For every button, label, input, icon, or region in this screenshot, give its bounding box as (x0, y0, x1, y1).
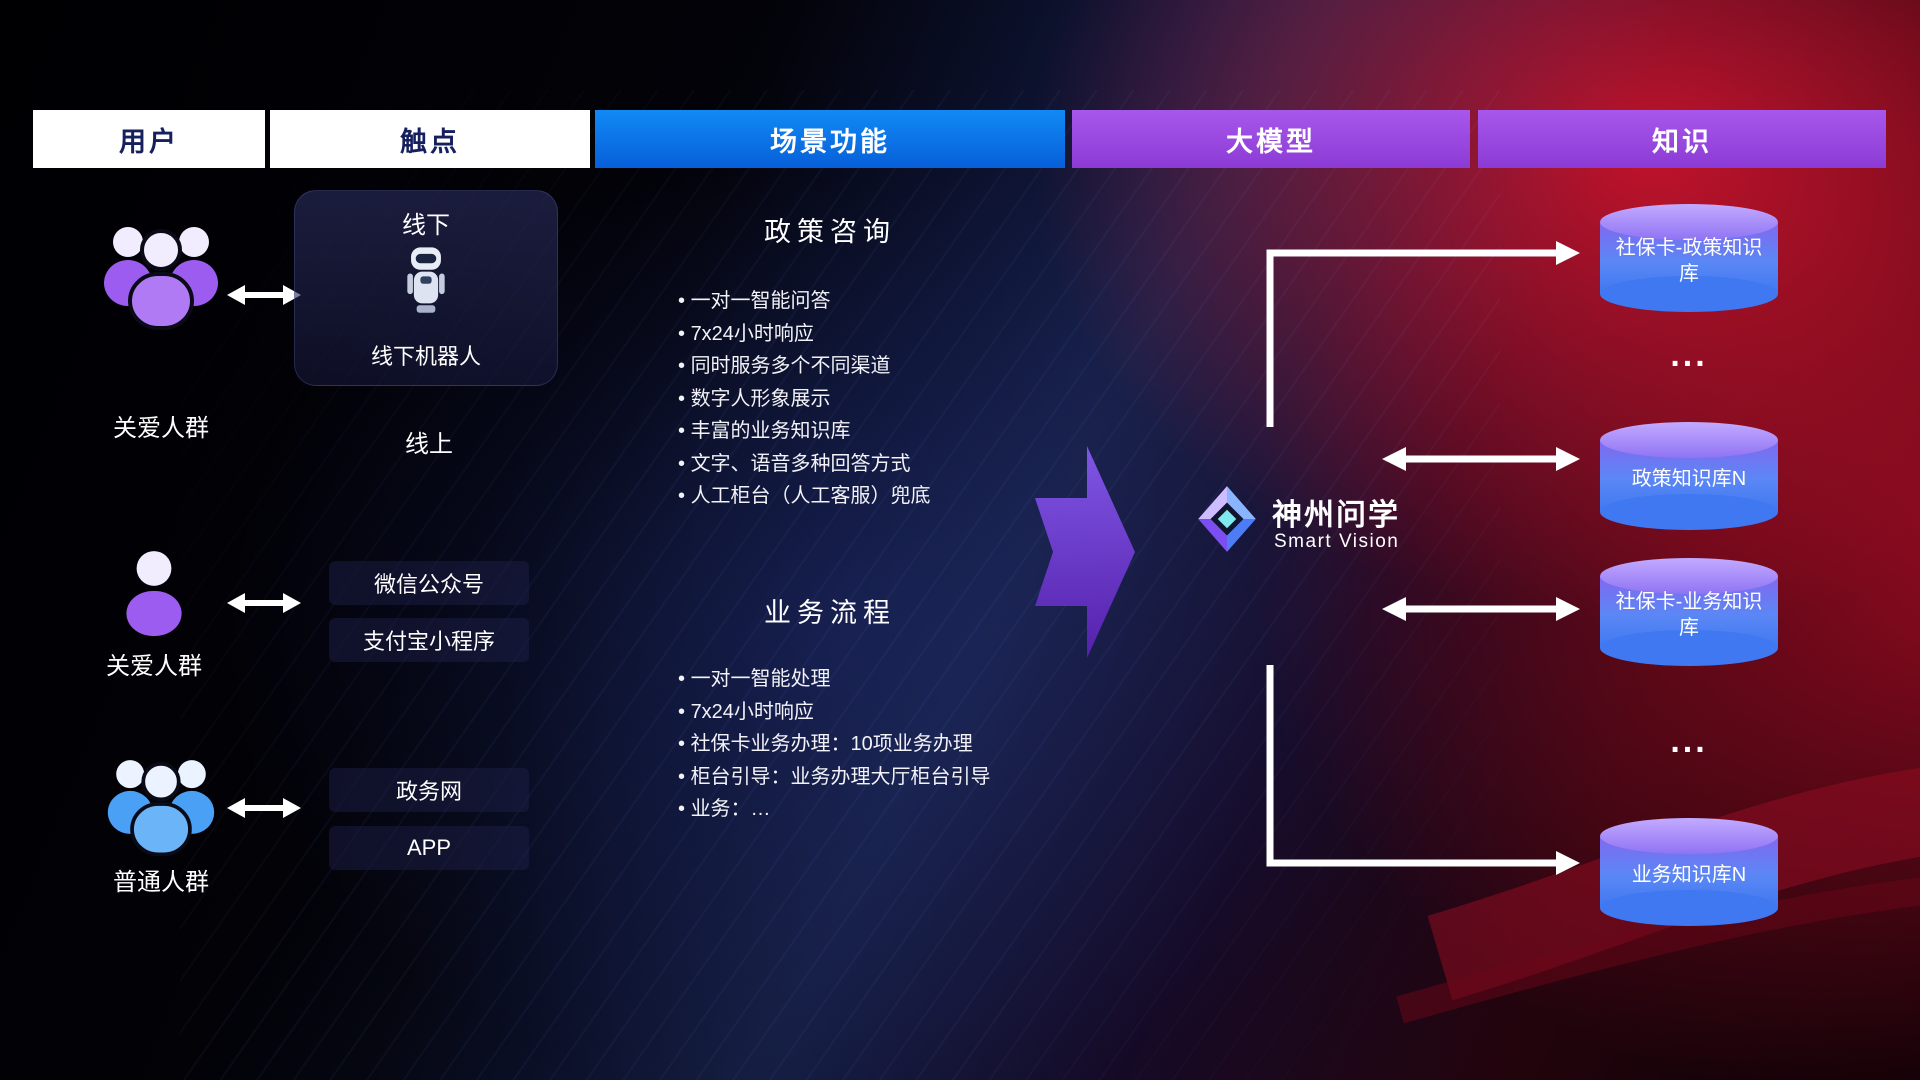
offline-robot-label: 线下机器人 (370, 344, 481, 369)
business-bullet-list: 一对一智能处理 7x24小时响应 社保卡业务办理：10项业务办理 柜台引导：业务… (678, 668, 1108, 822)
db-label: 社保卡-政策知识库 (1615, 237, 1763, 285)
bullet-item: 文字、语音多种回答方式 (678, 453, 1108, 477)
channel-app: APP (329, 826, 529, 870)
db-cylinder-top (1600, 422, 1778, 458)
channel-alipay: 支付宝小程序 (329, 618, 529, 662)
double-arrow-icon (227, 593, 301, 613)
bullet-item: 丰富的业务知识库 (678, 420, 1108, 444)
care-person-icon (126, 551, 182, 636)
db-cylinder-bottom (1600, 630, 1778, 666)
bullet-item: 社保卡业务办理：10项业务办理 (678, 733, 1108, 757)
offline-title: 线下 (402, 212, 450, 239)
model-name: 神州问学 (1272, 499, 1400, 532)
robot-icon (407, 247, 445, 313)
online-title: 线上 (405, 431, 453, 458)
db-policy-social-card: 社保卡-政策知识库 (1600, 204, 1778, 312)
knowledge-ellipsis: ... (1670, 722, 1708, 760)
bullet-item: 一对一智能处理 (678, 668, 1108, 692)
user-group-label: 普通人群 (113, 869, 209, 896)
channel-gov-web: 政务网 (329, 768, 529, 812)
header-users: 用户 (33, 110, 265, 168)
general-group-users-icon (107, 760, 215, 857)
double-arrow-icon (227, 285, 301, 305)
double-arrow-icon (227, 798, 301, 818)
bullet-item: 7x24小时响应 (678, 701, 1108, 725)
db-label: 政策知识库N (1631, 468, 1747, 490)
scenario-title-business: 业务流程 (764, 598, 896, 628)
db-cylinder-top (1600, 818, 1778, 854)
db-cylinder-bottom (1600, 494, 1778, 530)
db-business-social-card: 社保卡-业务知识库 (1600, 558, 1778, 666)
db-cylinder-bottom (1600, 890, 1778, 926)
big-flow-arrow (1035, 446, 1135, 658)
bullet-item: 同时服务多个不同渠道 (678, 355, 1108, 379)
channel-wechat: 微信公众号 (329, 561, 529, 605)
header-scenario-functions: 场景功能 (595, 110, 1065, 168)
bullet-item: 7x24小时响应 (678, 323, 1108, 347)
user-group-label: 关爱人群 (106, 653, 202, 680)
bullet-item: 数字人形象展示 (678, 388, 1108, 412)
bullet-item: 业务：… (678, 798, 1108, 822)
db-cylinder-bottom (1600, 276, 1778, 312)
smart-vision-logo-icon (1198, 486, 1256, 552)
offline-touchpoint-card: 线下 线下机器人 (294, 190, 558, 386)
header-large-model: 大模型 (1072, 110, 1470, 168)
bullet-item: 人工柜台（人工客服）兜底 (678, 485, 1108, 509)
model-subtitle: Smart Vision (1274, 531, 1400, 552)
db-cylinder-top (1600, 204, 1778, 240)
header-touchpoints: 触点 (270, 110, 590, 168)
scenario-title-policy: 政策咨询 (764, 217, 896, 247)
user-group-label: 关爱人群 (113, 415, 209, 442)
bullet-item: 柜台引导：业务办理大厅柜台引导 (678, 766, 1108, 790)
db-business-n: 业务知识库N (1600, 818, 1778, 926)
db-label: 社保卡-业务知识库 (1615, 591, 1763, 639)
header-knowledge: 知识 (1478, 110, 1886, 168)
bullet-item: 一对一智能问答 (678, 290, 1108, 314)
db-policy-n: 政策知识库N (1600, 422, 1778, 530)
knowledge-ellipsis: ... (1670, 336, 1708, 374)
policy-bullet-list: 一对一智能问答 7x24小时响应 同时服务多个不同渠道 数字人形象展示 丰富的业… (678, 290, 1108, 509)
db-cylinder-top (1600, 558, 1778, 594)
db-label: 业务知识库N (1631, 864, 1747, 886)
care-group-users-icon (104, 227, 218, 330)
